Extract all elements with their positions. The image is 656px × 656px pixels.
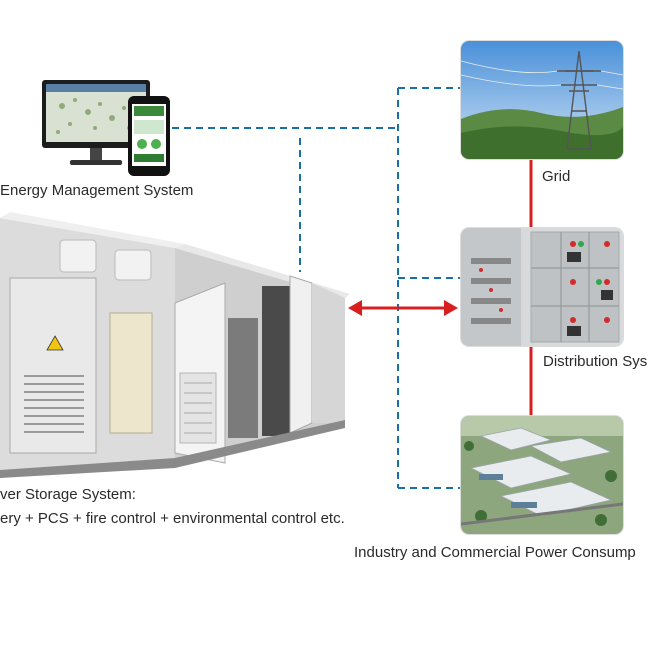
- distribution-label: Distribution Sys: [543, 353, 648, 370]
- industrial-park-image: [461, 416, 623, 534]
- arrow-head-left: [348, 300, 362, 316]
- power-tower-image: [461, 41, 623, 159]
- storage-label-line1: ver Storage System:: [0, 486, 136, 503]
- distribution-image: [461, 228, 623, 346]
- ems-devices-illustration: [42, 80, 170, 176]
- industry-image: [461, 416, 623, 534]
- industry-label: Industry and Commercial Power Consump: [354, 544, 636, 561]
- grid-label: Grid: [542, 168, 571, 185]
- ems-label: Energy Management System: [0, 182, 194, 199]
- switchgear-cabinet-image: [461, 228, 623, 346]
- phone-icon: [128, 96, 170, 176]
- container-storage-image: [0, 212, 350, 478]
- grid-image: [461, 41, 623, 159]
- arrow-head-right: [444, 300, 458, 316]
- storage-label-line2: ery + PCS + fire control + environmental…: [0, 510, 345, 527]
